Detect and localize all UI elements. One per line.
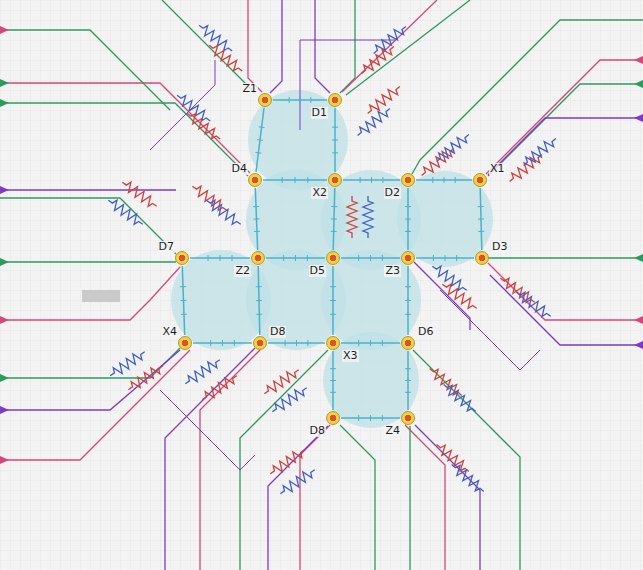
qubit-node: X4 xyxy=(178,336,192,350)
faded-mark xyxy=(82,290,120,302)
coupler-line xyxy=(405,266,411,335)
coupler-line xyxy=(330,351,336,410)
qubit-label: D7 xyxy=(158,241,175,253)
qubit-label: Z3 xyxy=(384,265,401,277)
qubit-label: D1 xyxy=(311,107,328,119)
qubit-node: D5 xyxy=(326,251,340,265)
coupler-line xyxy=(190,255,250,261)
qubit-node: D8 xyxy=(253,336,267,350)
qubit-label: D8 xyxy=(269,326,286,338)
qubit-label: Z2 xyxy=(234,265,251,277)
port-markers xyxy=(0,26,643,464)
qubit-node: D8 xyxy=(326,411,340,425)
qubit-label: X2 xyxy=(311,187,328,199)
qubit-label: D8 xyxy=(309,425,326,437)
qubit-node: X3 xyxy=(326,336,340,350)
plaquettes xyxy=(171,90,493,428)
coupler-line xyxy=(341,340,400,346)
qubit-label: Z1 xyxy=(241,83,258,95)
coupler-line xyxy=(256,266,263,335)
qubit-node: D1 xyxy=(328,93,342,107)
coupler-line xyxy=(266,255,325,261)
qubit-label: D3 xyxy=(491,241,508,253)
qubit-node: D6 xyxy=(401,336,415,350)
coupler-line xyxy=(416,177,472,183)
coupler-line xyxy=(330,266,336,335)
qubit-node: Z3 xyxy=(401,251,415,265)
coupler-line xyxy=(255,108,264,172)
coupler-line xyxy=(253,188,260,250)
qubit-label: D6 xyxy=(417,326,434,338)
qubit-label: X3 xyxy=(342,350,359,362)
coupler-line xyxy=(331,188,338,250)
qubit-label: D4 xyxy=(231,163,248,175)
qubit-label: D5 xyxy=(309,265,326,277)
coupler-line xyxy=(268,340,325,346)
readout-resonators xyxy=(105,21,559,498)
coupler-line xyxy=(273,97,327,103)
qubit-node: Z2 xyxy=(251,251,265,265)
qubit-label: Z4 xyxy=(384,425,401,437)
coupler-line xyxy=(405,351,411,410)
qubit-node: Z4 xyxy=(401,411,415,425)
coupler-line xyxy=(478,188,485,250)
coupler-line xyxy=(416,255,474,261)
qubit-label: D2 xyxy=(384,187,401,199)
coupler-line xyxy=(343,177,400,183)
qubit-node: X2 xyxy=(328,173,342,187)
coupler-line xyxy=(332,108,338,172)
qubit-label: X4 xyxy=(161,326,178,338)
qubit-node: D2 xyxy=(401,173,415,187)
qubit-node: X1 xyxy=(473,173,487,187)
qubit-label: X1 xyxy=(489,163,506,175)
coupler-line xyxy=(263,177,327,183)
coupler-line xyxy=(341,415,400,421)
coupler-line xyxy=(180,266,187,335)
coupler-line xyxy=(341,255,400,261)
qubit-node: Z1 xyxy=(258,93,272,107)
qubit-node: D7 xyxy=(175,251,189,265)
coupler-line xyxy=(193,340,252,346)
qubit-node: D3 xyxy=(475,251,489,265)
coupler-line xyxy=(405,188,411,250)
qubit-node: D4 xyxy=(248,173,262,187)
